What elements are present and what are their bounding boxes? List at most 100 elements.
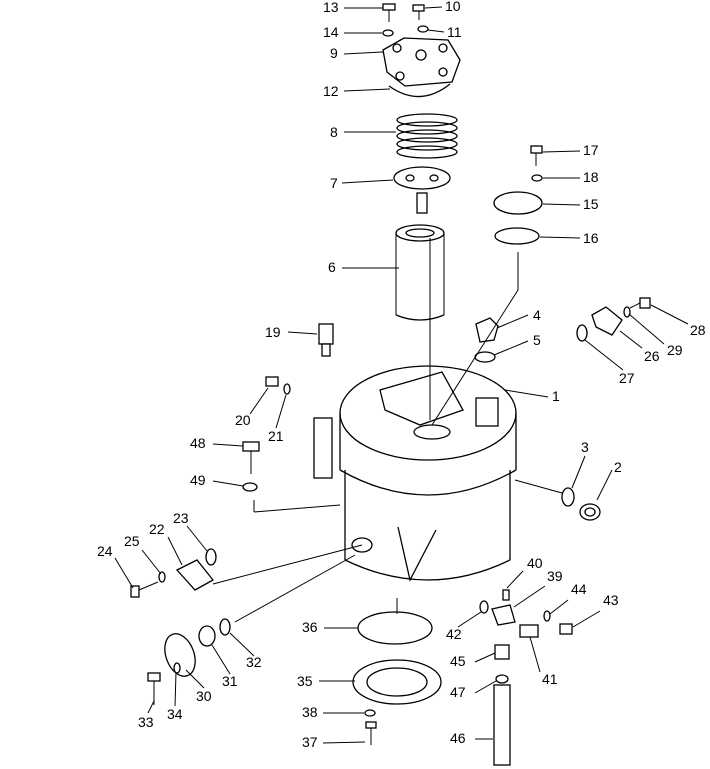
- leader-line-33: [147, 700, 155, 714]
- callout-label-37: 37: [302, 734, 318, 750]
- callout-label-34: 34: [167, 706, 183, 722]
- o-ring-part-32: [219, 618, 231, 636]
- callout-label-21: 21: [268, 428, 284, 444]
- callout-label-1: 1: [552, 388, 560, 404]
- callout-label-33: 33: [138, 714, 154, 730]
- callout-label-3: 3: [581, 439, 589, 455]
- leader-line-24: [114, 557, 134, 589]
- callout-label-43: 43: [603, 592, 619, 608]
- leader-line-23: [186, 525, 208, 552]
- callout-label-28: 28: [690, 322, 706, 338]
- callout-label-31: 31: [222, 673, 238, 689]
- leader-line-10: [424, 6, 443, 9]
- filter-element-part-6: [395, 224, 445, 321]
- callout-label-16: 16: [583, 230, 599, 246]
- callout-label-9: 9: [330, 45, 338, 61]
- cover-part-15: [493, 191, 543, 215]
- washer-part-18: [531, 174, 543, 182]
- callout-label-46: 46: [450, 730, 466, 746]
- leader-line-45: [474, 652, 496, 663]
- bolt-part-10: [412, 4, 425, 20]
- leader-line-19: [287, 331, 318, 335]
- leader-line-42: [457, 611, 482, 628]
- callout-label-49: 49: [190, 472, 206, 488]
- callout-label-19: 19: [265, 324, 281, 340]
- leader-line-22: [167, 536, 183, 566]
- callout-label-44: 44: [571, 581, 587, 597]
- callout-label-39: 39: [547, 568, 563, 584]
- leader-line-44: [549, 599, 569, 615]
- bolt-part-24: [130, 581, 159, 598]
- callout-label-25: 25: [124, 533, 140, 549]
- pin-part-40: [502, 589, 510, 601]
- leader-line-7: [341, 179, 394, 184]
- hose-part-46: [493, 684, 511, 766]
- bolt-part-48: [242, 441, 260, 474]
- cover-part-22: [175, 559, 214, 591]
- callout-label-22: 22: [149, 521, 165, 537]
- bolt-part-28: [629, 297, 651, 309]
- callout-label-42: 42: [446, 626, 462, 642]
- leader-line-5: [493, 340, 529, 356]
- cover-part-30: [164, 633, 196, 677]
- callout-label-23: 23: [173, 510, 189, 526]
- breather-part-4: [475, 317, 499, 343]
- callout-label-10: 10: [445, 0, 461, 14]
- callout-label-15: 15: [583, 196, 599, 212]
- callout-label-12: 12: [323, 83, 339, 99]
- leader-line-28: [650, 304, 689, 325]
- bolt-part-33: [147, 672, 161, 705]
- callout-label-30: 30: [196, 688, 212, 704]
- callout-label-4: 4: [533, 307, 541, 323]
- callout-label-29: 29: [667, 342, 683, 358]
- callout-label-24: 24: [97, 543, 113, 559]
- callout-label-40: 40: [527, 555, 543, 571]
- leader-line-34: [174, 671, 177, 707]
- callout-label-13: 13: [323, 0, 339, 15]
- washer-part-49: [242, 482, 258, 492]
- callout-label-6: 6: [328, 259, 336, 275]
- cover-part-26: [591, 306, 623, 336]
- o-ring-part-42: [479, 600, 489, 614]
- leader-line-17: [542, 150, 581, 153]
- leader-line-9: [343, 51, 384, 55]
- leader-line-4: [496, 314, 529, 329]
- callout-label-20: 20: [235, 412, 251, 428]
- leader-line-47: [474, 680, 497, 694]
- leader-line-32: [229, 632, 255, 657]
- callout-label-7: 7: [330, 175, 338, 191]
- callout-label-11: 11: [447, 24, 462, 40]
- spring-part-8: [396, 113, 458, 159]
- callout-label-32: 32: [246, 654, 262, 670]
- leader-line-41: [529, 636, 541, 673]
- leader-line-25: [141, 549, 162, 575]
- bolt-part-37: [365, 721, 377, 745]
- elbow-part-39: [491, 604, 516, 626]
- valve-plate-part-7: [393, 166, 451, 214]
- leader-line-49: [212, 480, 244, 487]
- callout-label-14: 14: [323, 24, 339, 40]
- nipple-part-45: [494, 644, 510, 660]
- callout-label-5: 5: [533, 332, 541, 348]
- leader-line-12: [343, 88, 391, 92]
- bolt-part-13: [382, 3, 396, 22]
- o-ring-part-21: [283, 383, 291, 395]
- tank-body-part-1: [313, 365, 517, 582]
- leader-line-29: [628, 313, 665, 345]
- o-ring-part-27: [576, 324, 588, 342]
- leader-line-20: [249, 387, 269, 415]
- bolt-part-17: [530, 145, 543, 166]
- o-ring-part-3: [561, 487, 575, 507]
- callout-label-38: 38: [302, 704, 318, 720]
- callout-labels: 1234567891011121314151617181920212223242…: [97, 0, 706, 750]
- connector-part-41: [519, 624, 539, 638]
- leader-line-31: [211, 644, 231, 675]
- leader-line-1: [504, 389, 549, 398]
- o-ring-part-16: [494, 227, 540, 245]
- leader-line-30: [185, 669, 205, 689]
- plug-part-20: [265, 376, 279, 387]
- callout-label-41: 41: [542, 671, 558, 687]
- bolt-part-43: [559, 623, 573, 635]
- cover-part-35: [352, 659, 442, 705]
